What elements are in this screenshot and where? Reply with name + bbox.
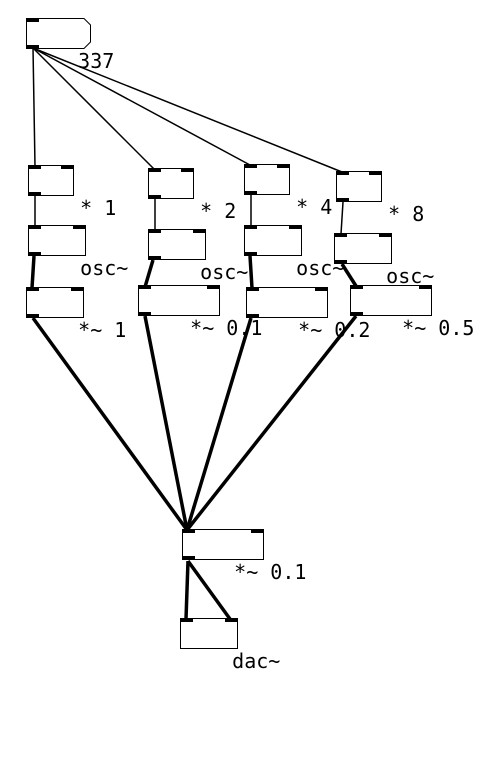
inlet-left[interactable] <box>148 229 161 233</box>
object-amp-a[interactable]: *~ 1 <box>26 287 126 342</box>
object-label: * 4 <box>296 195 333 219</box>
inlet-right[interactable] <box>379 233 392 237</box>
outlet[interactable] <box>28 252 41 256</box>
inlet-left[interactable] <box>244 225 257 229</box>
outlet[interactable] <box>148 195 161 199</box>
inlet-left[interactable] <box>138 285 151 289</box>
cord-msg-to-mul8 <box>32 47 343 173</box>
object-osc-c[interactable]: osc~ <box>244 225 344 280</box>
inlet-left[interactable] <box>182 529 195 533</box>
inlet-left[interactable] <box>148 168 161 172</box>
object-label: *~ 0.1 <box>190 316 263 340</box>
cord-amp-b-to-master <box>143 315 189 531</box>
cord-osc-to-amp-b <box>143 259 155 288</box>
outlet[interactable] <box>244 191 257 195</box>
inlet-left[interactable] <box>246 287 259 291</box>
message-label: 337 <box>78 49 115 73</box>
outlet[interactable] <box>244 252 257 256</box>
object-label: * 1 <box>80 196 117 220</box>
message-box-337[interactable]: 337 <box>26 18 114 73</box>
outlet[interactable] <box>26 314 39 318</box>
outlet[interactable] <box>148 256 161 260</box>
inlet-right[interactable] <box>61 165 74 169</box>
cord-msg-to-mul4 <box>32 47 251 166</box>
object-label: dac~ <box>232 649 281 673</box>
cord-msg-to-mul1 <box>32 47 36 167</box>
object-label: *~ 0.5 <box>402 316 475 340</box>
inlet-left[interactable] <box>28 225 41 229</box>
inlet-left[interactable] <box>28 165 41 169</box>
cord-master-to-dac-left <box>184 560 190 620</box>
object-label: *~ 0.1 <box>234 560 307 584</box>
inlet-right[interactable] <box>289 225 302 229</box>
cord-mul8-to-osc <box>340 201 344 235</box>
object-mul-8[interactable]: * 8 <box>336 171 424 226</box>
object-osc-d[interactable]: osc~ <box>334 233 434 288</box>
object-mul-4[interactable]: * 4 <box>244 164 332 219</box>
inlet-left[interactable] <box>26 287 39 291</box>
object-label: osc~ <box>200 260 249 284</box>
object-label: * 8 <box>388 202 425 226</box>
cord-master-to-dac-right <box>186 559 232 621</box>
object-label: * 2 <box>200 199 237 223</box>
message-flag <box>81 18 91 49</box>
inlet-right[interactable] <box>419 285 432 289</box>
inlet-right[interactable] <box>73 225 86 229</box>
patch-cords <box>30 47 358 621</box>
inlet-right[interactable] <box>181 168 194 172</box>
object-mul-1[interactable]: * 1 <box>28 165 116 220</box>
inlet-right[interactable] <box>225 618 238 622</box>
message-outlet[interactable] <box>26 45 39 49</box>
inlet-right[interactable] <box>193 229 206 233</box>
inlet-right[interactable] <box>71 287 84 291</box>
object-dac[interactable]: dac~ <box>180 618 280 673</box>
inlet-left[interactable] <box>336 171 349 175</box>
patch-canvas[interactable]: 337 * 1 * 2 * 4 * 8 osc~ osc~ <box>0 0 484 684</box>
inlet-right[interactable] <box>369 171 382 175</box>
inlet-left[interactable] <box>180 618 193 622</box>
object-label: osc~ <box>80 256 129 280</box>
object-osc-a[interactable]: osc~ <box>28 225 128 280</box>
inlet-left[interactable] <box>350 285 363 289</box>
object-amp-b[interactable]: *~ 0.1 <box>138 285 262 340</box>
object-mul-2[interactable]: * 2 <box>148 168 236 223</box>
cord-osc-to-amp-a <box>30 255 36 289</box>
cord-osc-to-amp-d <box>340 263 358 287</box>
outlet[interactable] <box>138 312 151 316</box>
object-label: *~ 1 <box>78 318 127 342</box>
object-amp-c[interactable]: *~ 0.2 <box>246 287 370 342</box>
object-label: *~ 0.2 <box>298 318 371 342</box>
object-osc-b[interactable]: osc~ <box>148 229 248 284</box>
message-inlet[interactable] <box>26 18 39 22</box>
object-amp-d[interactable]: *~ 0.5 <box>350 285 474 340</box>
outlet[interactable] <box>28 192 41 196</box>
object-label: osc~ <box>386 264 435 288</box>
cord-msg-to-mul2 <box>32 47 155 170</box>
cord-amp-a-to-master <box>31 316 189 532</box>
inlet-right[interactable] <box>207 285 220 289</box>
outlet[interactable] <box>334 260 347 264</box>
inlet-left[interactable] <box>244 164 257 168</box>
inlet-left[interactable] <box>334 233 347 237</box>
cord-amp-c-to-master <box>185 317 253 531</box>
outlet[interactable] <box>246 314 259 318</box>
outlet[interactable] <box>350 312 363 316</box>
cord-osc-to-amp-c <box>248 255 254 289</box>
outlet[interactable] <box>336 198 349 202</box>
cord-amp-d-to-master <box>185 314 358 532</box>
inlet-right[interactable] <box>315 287 328 291</box>
object-master-amp[interactable]: *~ 0.1 <box>182 529 306 584</box>
inlet-right[interactable] <box>277 164 290 168</box>
outlet[interactable] <box>182 556 195 560</box>
inlet-right[interactable] <box>251 529 264 533</box>
